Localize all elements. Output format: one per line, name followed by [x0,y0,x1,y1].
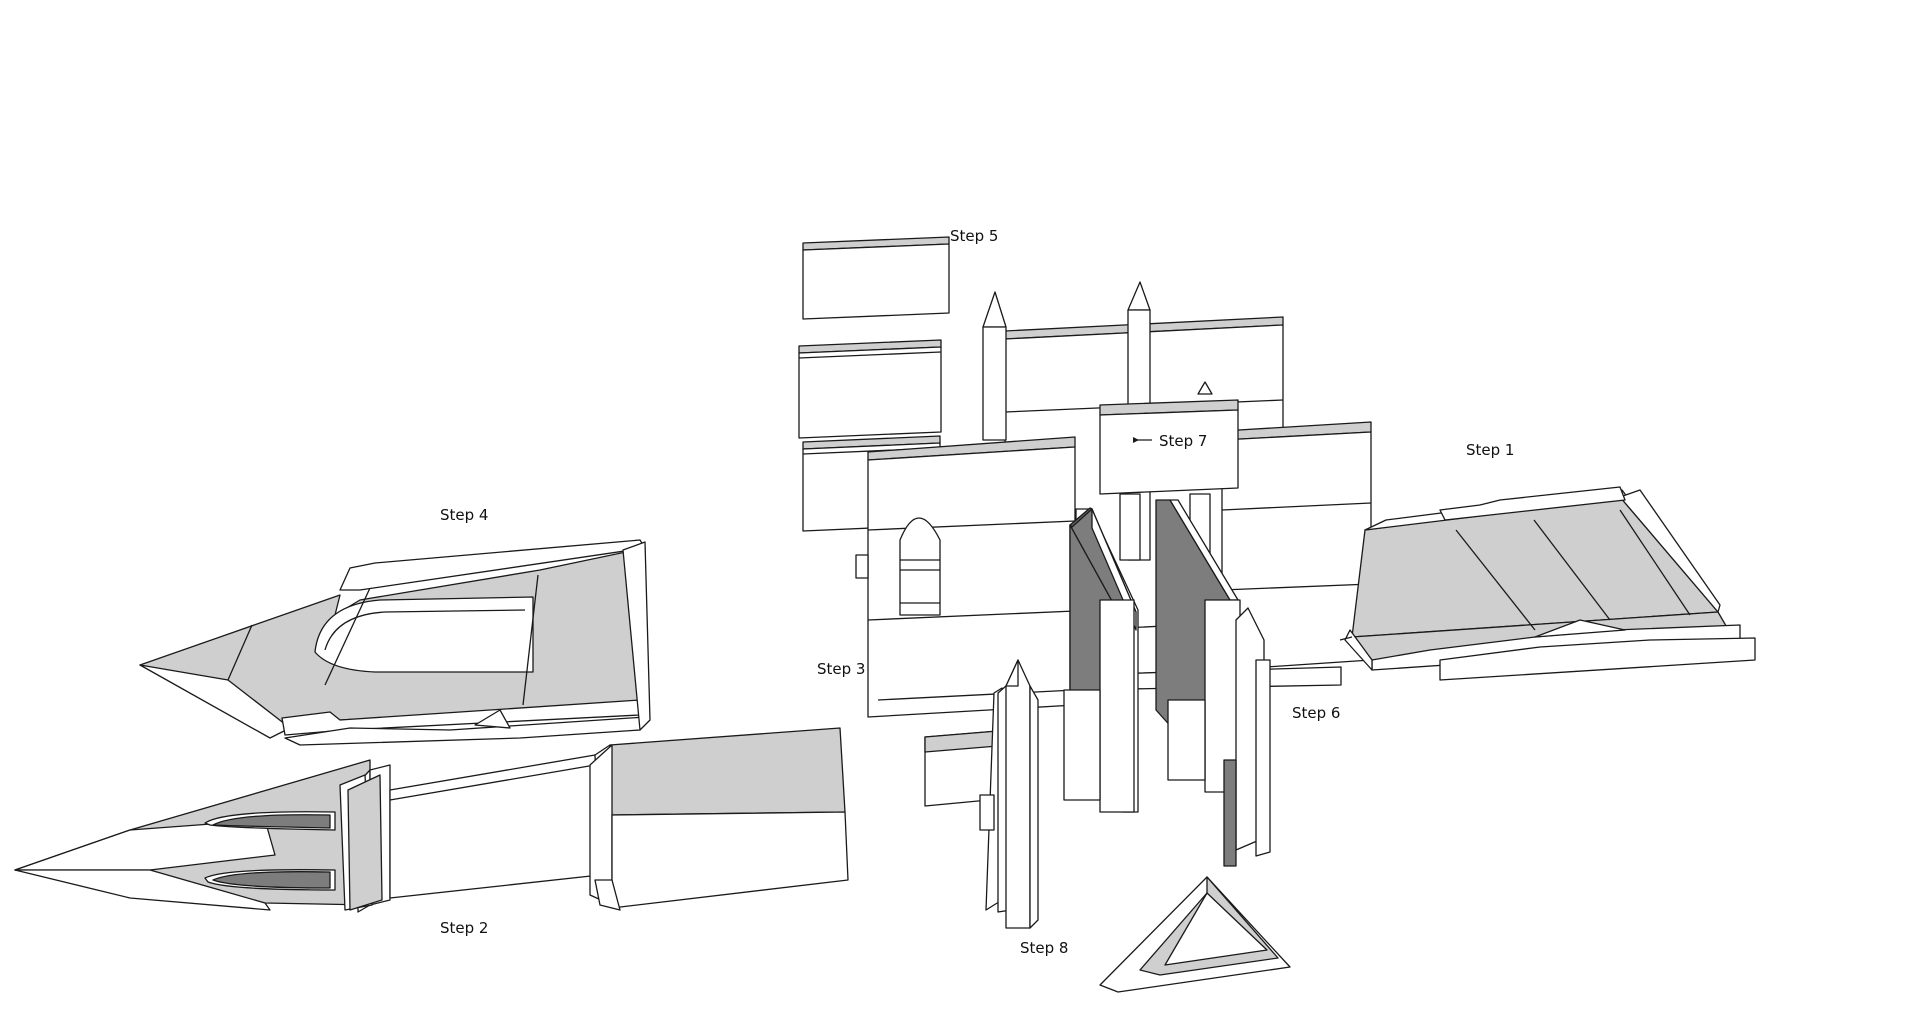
step1-ramp [1339,486,1756,681]
label-step3: Step 3 [817,660,865,678]
step-labels: Step 1 Step 2 Step 3 Step 4 Step 5 Step … [440,227,1514,957]
label-step4: Step 4 [440,506,488,524]
label-step6: Step 6 [1292,704,1340,722]
label-step1: Step 1 [1466,441,1514,459]
label-step2: Step 2 [440,919,488,937]
central-building [855,281,1372,718]
step8-spires [924,607,1291,993]
step2-spire [14,727,849,913]
label-step5: Step 5 [950,227,998,245]
step6-walls [1063,499,1241,813]
label-step8: Step 8 [1020,939,1068,957]
label-step7: Step 7 [1159,432,1207,450]
step4-floor [139,539,651,746]
